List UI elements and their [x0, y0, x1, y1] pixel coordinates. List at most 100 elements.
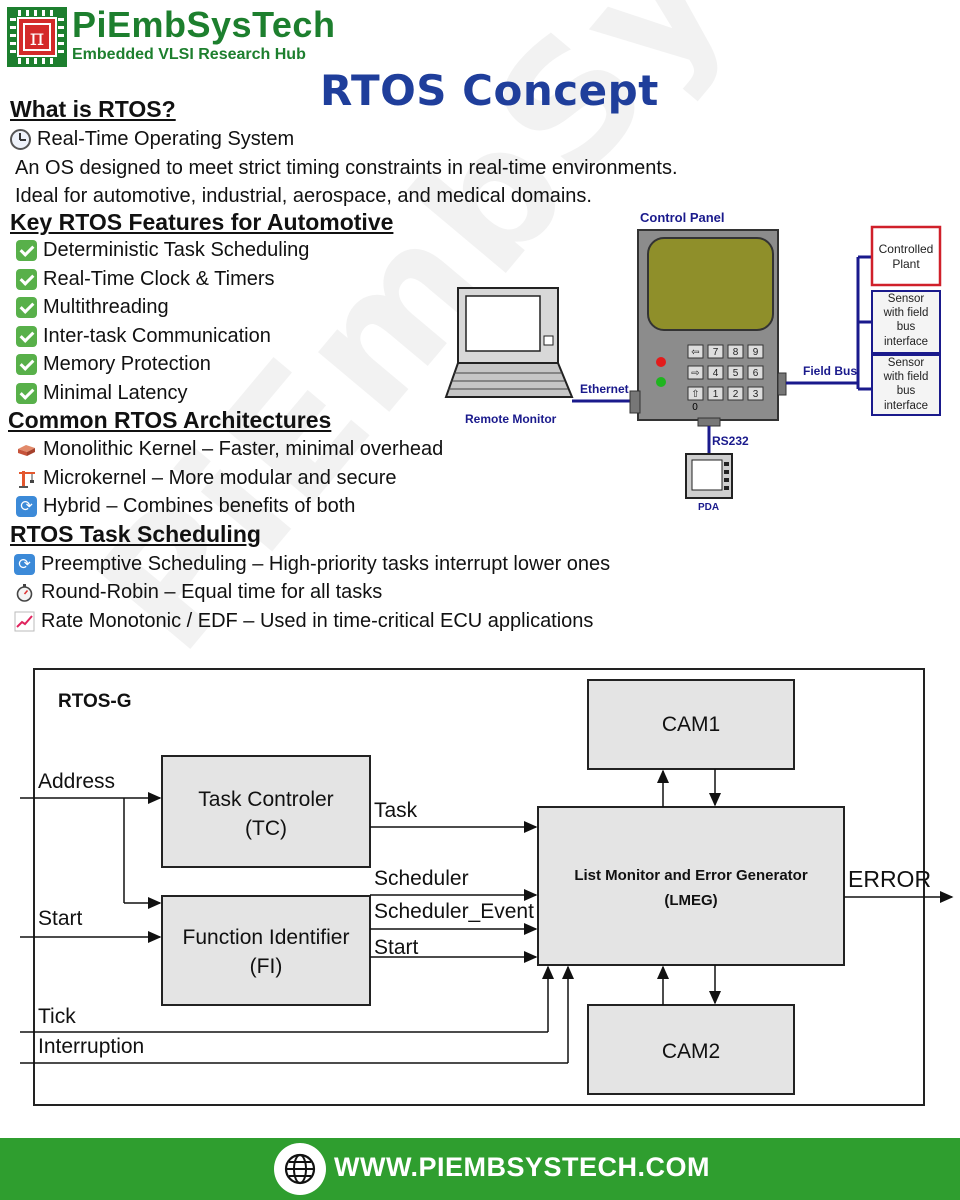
tick-input-label: Tick [38, 1005, 76, 1028]
svg-text:bus: bus [897, 321, 916, 333]
svg-text:Sensor: Sensor [888, 293, 925, 305]
svg-text:6: 6 [753, 368, 759, 379]
architecture-item: Microkernel – More modular and secure [16, 467, 397, 490]
what-is-heading: What is RTOS? [10, 96, 176, 122]
svg-text:8: 8 [733, 347, 739, 358]
feature-text: Real-Time Clock & Timers [43, 268, 275, 290]
task-controller-block [161, 755, 371, 868]
field-bus-label: Field Bus [803, 364, 857, 378]
feature-item: Real-Time Clock & Timers [16, 268, 275, 291]
scheduling-text: Round-Robin – Equal time for all tasks [41, 581, 383, 603]
scheduling-item: ⟳ Preemptive Scheduling – High-priority … [14, 553, 610, 576]
feature-item: Memory Protection [16, 353, 211, 376]
error-output-label: ERROR [848, 866, 931, 892]
svg-text:2: 2 [733, 389, 739, 400]
feature-text: Memory Protection [43, 353, 211, 375]
page-title: RTOS Concept [320, 66, 659, 115]
laptop-icon [444, 287, 574, 398]
cycle-icon: ⟳ [14, 554, 35, 575]
rtos-full-name: Real-Time Operating System [10, 128, 294, 151]
rtos-full-name-text: Real-Time Operating System [37, 128, 295, 150]
brand-name: PiEmbSysTech [72, 4, 336, 45]
stopwatch-icon [16, 584, 33, 602]
feature-item: Multithreading [16, 296, 169, 319]
feature-item: Minimal Latency [16, 382, 188, 405]
feature-text: Multithreading [43, 296, 169, 318]
keypad-zero: 0 [692, 402, 698, 413]
scheduling-item: Rate Monotonic / EDF – Used in time-crit… [14, 610, 593, 633]
pda-label: PDA [698, 502, 719, 513]
controlled-plant-label: Controlled [879, 242, 934, 256]
check-mark-icon [16, 383, 37, 404]
interruption-input-label: Interruption [38, 1035, 144, 1058]
sensor-box [871, 290, 941, 354]
task-controller-label: Task Controler [198, 788, 333, 811]
rtos-g-title: RTOS-G [58, 691, 132, 712]
svg-text:with field: with field [883, 307, 929, 319]
logo-glyph: π [30, 26, 44, 51]
start-signal-label: Start [374, 936, 419, 959]
clock-icon [10, 129, 31, 150]
check-mark-icon [16, 326, 37, 347]
svg-text:Sensor: Sensor [888, 357, 925, 369]
check-mark-icon [16, 269, 37, 290]
crane-icon [19, 471, 35, 488]
svg-text:4: 4 [713, 368, 719, 379]
svg-text:interface: interface [884, 336, 928, 348]
features-heading: Key RTOS Features for Automotive [10, 209, 394, 235]
lmeg-block [537, 806, 845, 966]
architecture-text: Monolithic Kernel – Faster, minimal over… [43, 438, 444, 460]
cam1-block [587, 679, 795, 770]
svg-text:⇦: ⇦ [691, 347, 699, 358]
rtos-g-frame [33, 668, 925, 1106]
rtos-domains: Ideal for automotive, industrial, aerosp… [15, 185, 592, 207]
scheduling-item: Round-Robin – Equal time for all tasks [14, 581, 382, 604]
brick-icon [18, 445, 35, 456]
task-signal-label: Task [374, 799, 418, 822]
pda-icon [685, 453, 733, 499]
feature-text: Deterministic Task Scheduling [43, 239, 310, 261]
svg-text:1: 1 [713, 389, 719, 400]
svg-text:7: 7 [713, 347, 719, 358]
svg-text:bus: bus [897, 385, 916, 397]
cam1-label: CAM1 [662, 713, 720, 736]
task-controller-label: (TC) [245, 817, 287, 840]
controlled-plant-box [870, 225, 942, 287]
check-mark-icon [16, 354, 37, 375]
svg-text:3: 3 [753, 389, 759, 400]
architecture-item: Monolithic Kernel – Faster, minimal over… [16, 438, 443, 461]
ethernet-label: Ethernet [580, 382, 629, 396]
architecture-text: Microkernel – More modular and secure [43, 467, 397, 489]
green-led-icon [656, 377, 666, 387]
feature-item: Inter-task Communication [16, 325, 271, 348]
red-led-icon [656, 357, 666, 367]
scheduling-text: Preemptive Scheduling – High-priority ta… [41, 553, 611, 575]
feature-text: Minimal Latency [43, 382, 188, 404]
start-input-label: Start [38, 907, 83, 930]
control-panel-screen [647, 237, 774, 331]
svg-text:⇨: ⇨ [691, 368, 699, 379]
brand-logo-icon: π [7, 7, 67, 67]
rs232-label: RS232 [712, 434, 749, 448]
keypad: ⇦ 7 8 9 ⇨ 4 5 6 ⇧ 1 2 3 [687, 344, 764, 401]
cam2-label: CAM2 [662, 1040, 720, 1063]
function-identifier-block [161, 895, 371, 1006]
controlled-plant-label: Plant [892, 257, 920, 271]
svg-text:with field: with field [883, 371, 929, 383]
function-identifier-label: Function Identifier [183, 926, 350, 949]
rtos-description: An OS designed to meet strict timing con… [15, 157, 678, 179]
architecture-text: Hybrid – Combines benefits of both [43, 495, 356, 517]
rtos-g-block-diagram: RTOS-G Task Controler (TC) Function Iden… [20, 668, 954, 1106]
sensor-box [871, 354, 941, 416]
chart-up-icon [14, 611, 35, 632]
feature-text: Inter-task Communication [43, 325, 271, 347]
scheduling-text: Rate Monotonic / EDF – Used in time-crit… [41, 610, 594, 632]
lmeg-label: (LMEG) [664, 892, 717, 909]
website-link[interactable]: WWW.PIEMBSYSTECH.COM [334, 1152, 710, 1182]
svg-text:interface: interface [884, 400, 928, 412]
scheduler-signal-label: Scheduler [374, 867, 469, 890]
control-panel-label: Control Panel [640, 210, 725, 225]
cycle-icon: ⟳ [16, 496, 37, 517]
globe-icon [274, 1143, 326, 1195]
scheduling-heading: RTOS Task Scheduling [10, 521, 261, 547]
